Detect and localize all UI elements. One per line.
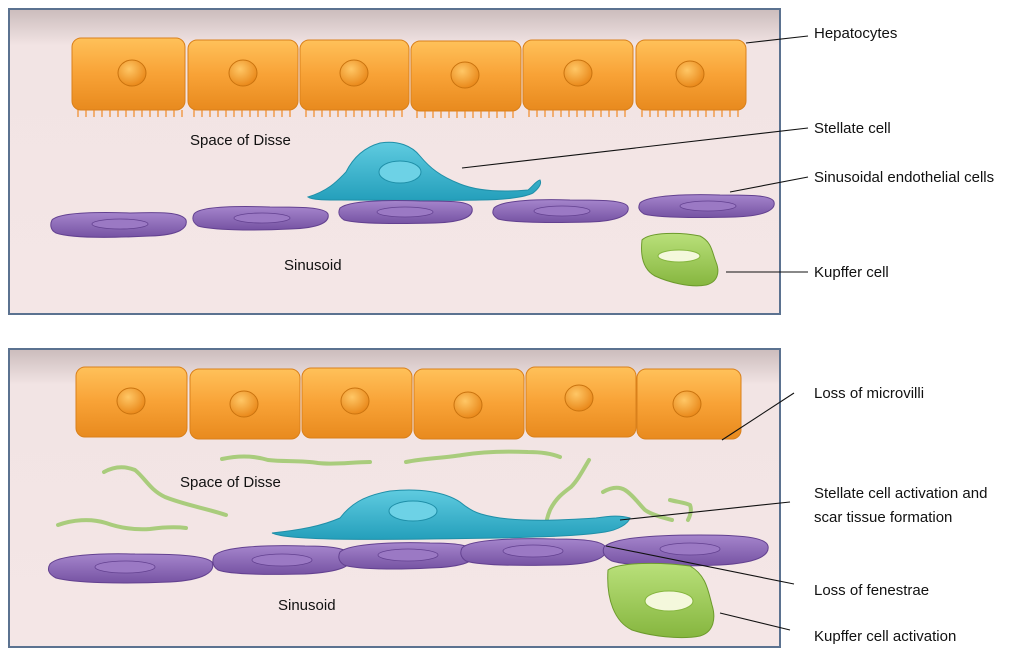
hepatocyte-nucleus	[341, 388, 369, 414]
hepatocyte	[636, 40, 746, 110]
hepatocyte-nucleus	[454, 392, 482, 418]
endothelial-cell	[213, 546, 352, 575]
endothelial-cell	[193, 207, 328, 230]
hepatocyte	[411, 41, 521, 111]
endothelial-cell	[639, 195, 774, 218]
panel-normal: Space of Disse Sinusoid Hepatocytes Stel…	[9, 9, 994, 314]
kupffer-activation-label: Kupffer cell activation	[814, 628, 956, 645]
stellate-activation-label-line1: Stellate cell activation and	[814, 485, 987, 502]
hepatocyte-nucleus	[118, 60, 146, 86]
hepatocyte	[523, 40, 633, 110]
hepatocyte	[72, 38, 185, 110]
space-of-disse-label: Space of Disse	[180, 474, 281, 491]
hepatocyte	[302, 368, 412, 438]
space-of-disse-label: Space of Disse	[190, 132, 291, 149]
hepatocyte	[190, 369, 300, 439]
hepatocyte	[637, 369, 741, 439]
hepatocyte-nucleus	[565, 385, 593, 411]
hepatocyte-nucleus	[676, 61, 704, 87]
hepatocyte-nucleus	[117, 388, 145, 414]
endothelial-cell	[48, 554, 212, 583]
hepatocyte	[300, 40, 409, 110]
kupffer-cell-label: Kupffer cell	[814, 264, 889, 281]
stellate-nucleus	[379, 161, 421, 183]
hepatocyte-nucleus	[230, 391, 258, 417]
hepatocyte-nucleus	[340, 60, 368, 86]
hepatocyte-nucleus	[564, 60, 592, 86]
panel-injured: Space of Disse Sinusoid Loss of microvil…	[9, 349, 987, 647]
sinusoid-label: Sinusoid	[284, 257, 342, 274]
endothelial-cell	[339, 201, 472, 224]
stellate-activation-label-line2: scar tissue formation	[814, 509, 952, 526]
hepatocyte	[414, 369, 524, 439]
hepatocyte-nucleus	[451, 62, 479, 88]
hepatocyte-nucleus	[229, 60, 257, 86]
loss-of-fenestrae-label: Loss of fenestrae	[814, 582, 929, 599]
kupffer-nucleus	[645, 591, 693, 611]
endothelial-cell	[493, 200, 628, 223]
loss-of-microvilli-label: Loss of microvilli	[814, 385, 924, 402]
hepatocyte	[76, 367, 187, 437]
endothelial-cell	[339, 543, 475, 569]
endothelial-cell	[461, 539, 606, 566]
endothelial-cell	[51, 213, 186, 238]
kupffer-nucleus	[658, 250, 700, 262]
hepatocyte	[526, 367, 636, 437]
hepatocytes-label: Hepatocytes	[814, 25, 897, 42]
hepatocyte-row	[76, 367, 741, 439]
sinusoid-label: Sinusoid	[278, 597, 336, 614]
sinusoidal-endothelial-cells-label: Sinusoidal endothelial cells	[814, 169, 994, 186]
hepatocyte	[188, 40, 298, 110]
stellate-nucleus	[389, 501, 437, 521]
stellate-cell-label: Stellate cell	[814, 120, 891, 137]
hepatocyte-nucleus	[673, 391, 701, 417]
